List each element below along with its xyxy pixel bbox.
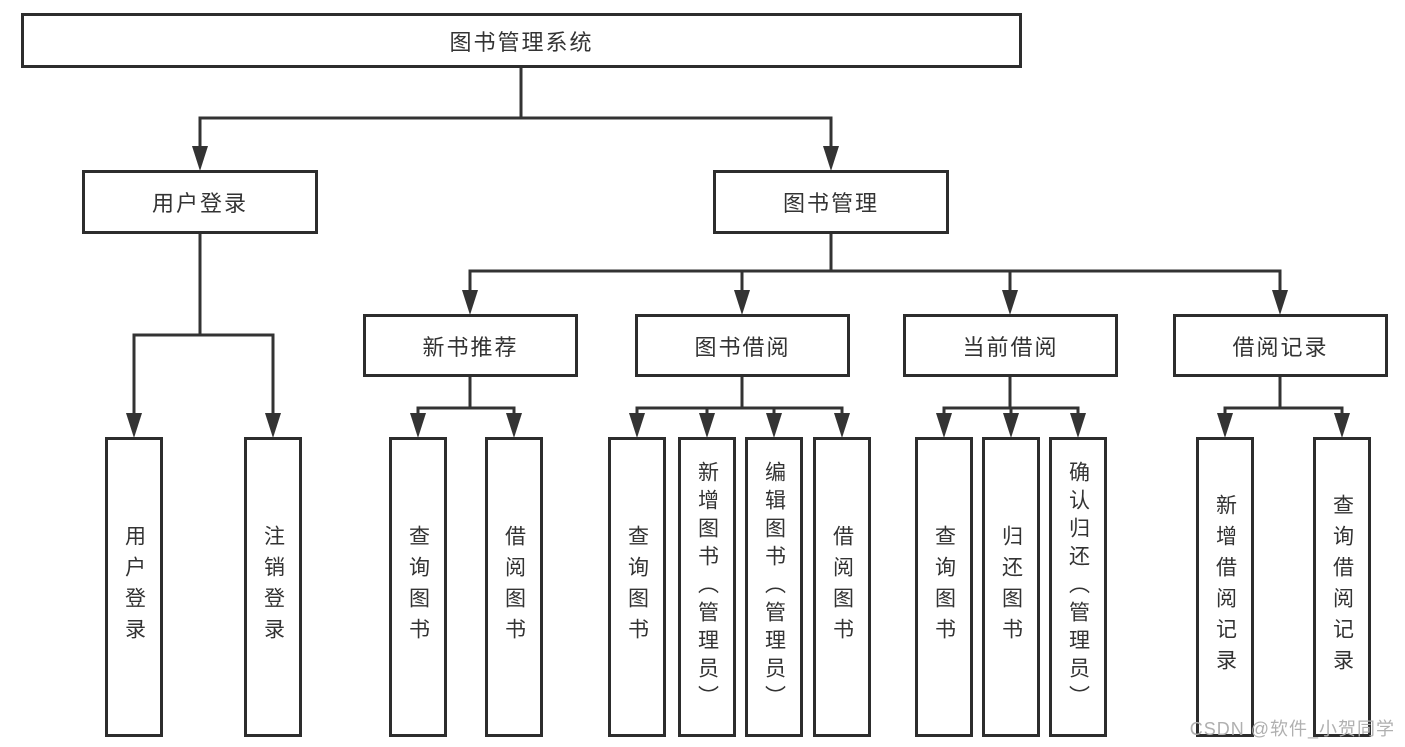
node-label: 图书借阅 [694,334,791,360]
node-label: 用户登录 [151,191,248,216]
node-label: 当前借阅 [962,334,1059,360]
node-br-add-record: 新增借阅记录 [1196,437,1254,737]
node-label: 新增图书（管理员） [695,461,719,713]
csdn-watermark: CSDN @软件_小贺同学 [1189,719,1395,739]
node-label: 查询图书 [406,525,430,649]
node-nb-borrow-books: 借阅图书 [485,437,543,737]
node-label: 编辑图书（管理员） [762,461,786,713]
node-bb-borrow-books: 借阅图书 [813,437,871,737]
node-current-borrowing: 当前借阅 [903,314,1118,377]
node-br-query-record: 查询借阅记录 [1313,437,1371,737]
node-nb-query-books: 查询图书 [389,437,447,737]
node-label: 注销登录 [261,525,285,649]
node-label: 图书管理 [782,191,879,216]
node-label: 图书管理系统 [449,29,594,55]
node-bb-edit-books-admin: 编辑图书（管理员） [745,437,803,737]
node-cb-query-books: 查询图书 [915,437,973,737]
node-label: 查询借阅记录 [1330,494,1354,680]
node-bb-add-books-admin: 新增图书（管理员） [678,437,736,737]
node-label: 查询图书 [625,525,649,649]
node-label: 归还图书 [999,525,1023,649]
node-label: 查询图书 [932,525,956,649]
node-borrowing-records: 借阅记录 [1173,314,1388,377]
node-cb-confirm-return-admin: 确认归还（管理员） [1049,437,1107,737]
node-label: 借阅图书 [502,525,526,649]
node-label: 用户登录 [122,525,146,649]
node-label: 借阅图书 [830,525,854,649]
node-book-management-module: 图书管理 [713,170,949,234]
node-new-book-recommendation: 新书推荐 [363,314,578,377]
node-logout-leaf: 注销登录 [244,437,302,737]
node-book-borrowing: 图书借阅 [635,314,850,377]
node-label: 新增借阅记录 [1213,494,1237,680]
node-label: 借阅记录 [1232,334,1329,360]
node-label: 确认归还（管理员） [1066,461,1090,713]
node-bb-query-books: 查询图书 [608,437,666,737]
node-user-login-module: 用户登录 [82,170,318,234]
node-user-login-leaf: 用户登录 [105,437,163,737]
node-cb-return-books: 归还图书 [982,437,1040,737]
node-library-management-system: 图书管理系统 [21,13,1022,68]
node-label: 新书推荐 [422,334,519,360]
